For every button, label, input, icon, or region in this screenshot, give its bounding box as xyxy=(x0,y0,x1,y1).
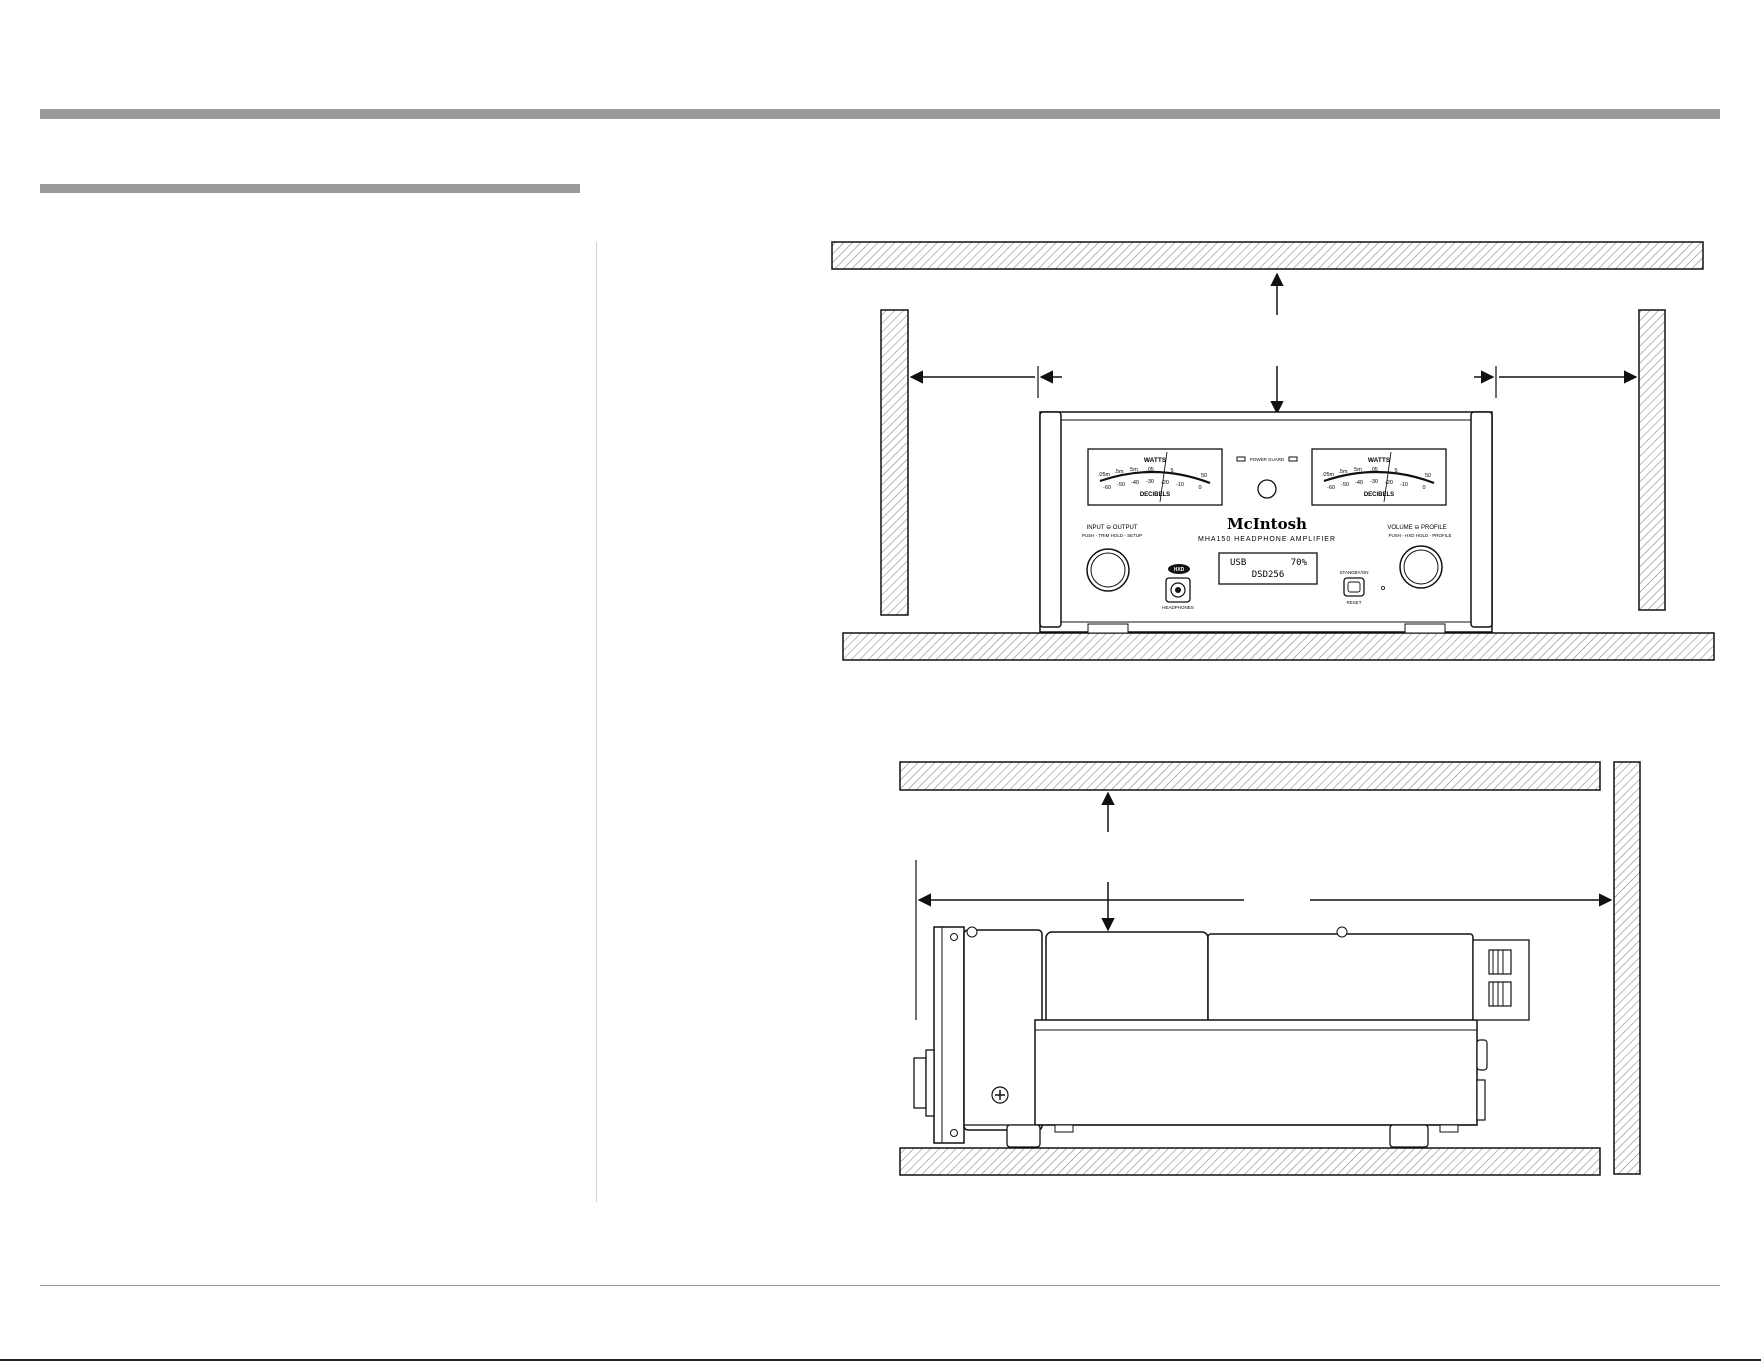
center-indicator xyxy=(1257,479,1277,499)
display-volume: 70% xyxy=(1291,558,1308,568)
left-meter-watts-tick: .5m xyxy=(1114,469,1124,475)
front-display: USB 70% DSD256 xyxy=(1218,552,1318,585)
left-meter-decibels-label: DECIBELS xyxy=(1140,492,1170,498)
page-bottom-edge xyxy=(0,1359,1761,1361)
hxd-badge: HXD xyxy=(1168,564,1190,574)
left-meter-watts-tick: 5 xyxy=(1170,468,1173,474)
right-wall xyxy=(1638,309,1666,611)
header-rule xyxy=(40,109,1720,119)
amplifier-side-profile xyxy=(913,926,1530,1148)
right-meter-db-tick: -60 xyxy=(1327,485,1335,491)
right-power-meter: WATTS DECIBELS .05m .5m 5m .05 5 50 -60 … xyxy=(1311,448,1447,506)
right-meter-watts-tick: 5 xyxy=(1394,468,1397,474)
volume-knob[interactable] xyxy=(1399,545,1443,589)
right-meter-db-tick: -50 xyxy=(1341,482,1349,488)
footer-rule xyxy=(40,1285,1720,1286)
hxd-label: HXD xyxy=(1174,567,1185,573)
display-source: USB xyxy=(1230,558,1246,568)
bottom-shelf xyxy=(842,632,1715,661)
left-meter-db-tick: -40 xyxy=(1131,480,1139,486)
right-meter-watts-tick: .05m xyxy=(1322,472,1335,478)
side-bottom-shelf xyxy=(899,1147,1601,1176)
reset-label: RESET xyxy=(1346,600,1361,605)
left-meter-db-tick: -60 xyxy=(1103,485,1111,491)
left-wall xyxy=(880,309,909,616)
power-guard-label: POWER GUARD xyxy=(1250,457,1285,462)
left-meter-db-tick: -50 xyxy=(1117,482,1125,488)
left-meter-watts-tick: .05m xyxy=(1098,472,1111,478)
right-meter-watts-tick: 5m xyxy=(1354,467,1362,473)
left-meter-db-tick: -10 xyxy=(1176,482,1184,488)
display-format: DSD256 xyxy=(1252,570,1285,580)
right-meter-watts-tick: .5m xyxy=(1338,469,1348,475)
side-top-shelf xyxy=(899,761,1601,791)
input-sub-label: PUSH - TRIM HOLD - SETUP xyxy=(1082,533,1142,538)
power-guard-led-right xyxy=(1288,456,1298,462)
right-meter-db-tick: -20 xyxy=(1385,480,1393,486)
side-rear-wall xyxy=(1613,761,1641,1175)
right-meter-db-tick: 0 xyxy=(1422,485,1425,491)
volume-label: VOLUME ⊖ PROFILE xyxy=(1387,525,1446,531)
input-knob[interactable] xyxy=(1086,548,1130,592)
left-meter-watts-tick: 5m xyxy=(1130,467,1138,473)
left-meter-db-tick: -30 xyxy=(1146,479,1154,485)
amplifier-front-panel: WATTS DECIBELS .05m .5m 5m .05 5 50 -60 … xyxy=(1039,411,1493,634)
left-meter-watts-tick: 50 xyxy=(1201,473,1207,479)
top-shelf xyxy=(831,241,1704,270)
right-meter-watts-tick: 50 xyxy=(1425,473,1431,479)
headphones-jack[interactable] xyxy=(1165,577,1191,603)
side-view-diagram xyxy=(899,761,1641,1176)
left-meter-watts-label: WATTS xyxy=(1144,457,1167,464)
standby-label: STANDBY/ON xyxy=(1340,570,1369,575)
right-meter-db-tick: -10 xyxy=(1400,482,1408,488)
section-rule xyxy=(40,184,580,193)
right-meter-db-tick: -40 xyxy=(1355,480,1363,486)
input-label: INPUT ⊖ OUTPUT xyxy=(1087,525,1138,531)
left-meter-watts-tick: .05 xyxy=(1146,467,1154,473)
volume-sub-label: PUSH - HXD HOLD - PROFILE xyxy=(1388,533,1451,538)
left-power-meter: WATTS DECIBELS .05m .5m 5m .05 5 50 -60 … xyxy=(1087,448,1223,506)
brand-logo: McIntosh xyxy=(1227,515,1307,533)
right-meter-decibels-label: DECIBELS xyxy=(1364,492,1394,498)
standby-button[interactable] xyxy=(1343,577,1365,597)
left-meter-db-tick: -20 xyxy=(1161,480,1169,486)
headphones-label: HEADPHONES xyxy=(1162,605,1194,610)
column-divider xyxy=(596,242,597,1202)
right-meter-watts-tick: .05 xyxy=(1370,467,1378,473)
right-meter-watts-label: WATTS xyxy=(1368,457,1391,464)
front-view-diagram: WATTS DECIBELS .05m .5m 5m .05 5 50 -60 … xyxy=(831,241,1715,661)
model-line: MHA150 HEADPHONE AMPLIFIER xyxy=(1198,536,1336,543)
left-meter-db-tick: 0 xyxy=(1198,485,1201,491)
standby-led xyxy=(1381,586,1386,591)
power-guard-led-left xyxy=(1236,456,1246,462)
right-meter-db-tick: -30 xyxy=(1370,479,1378,485)
